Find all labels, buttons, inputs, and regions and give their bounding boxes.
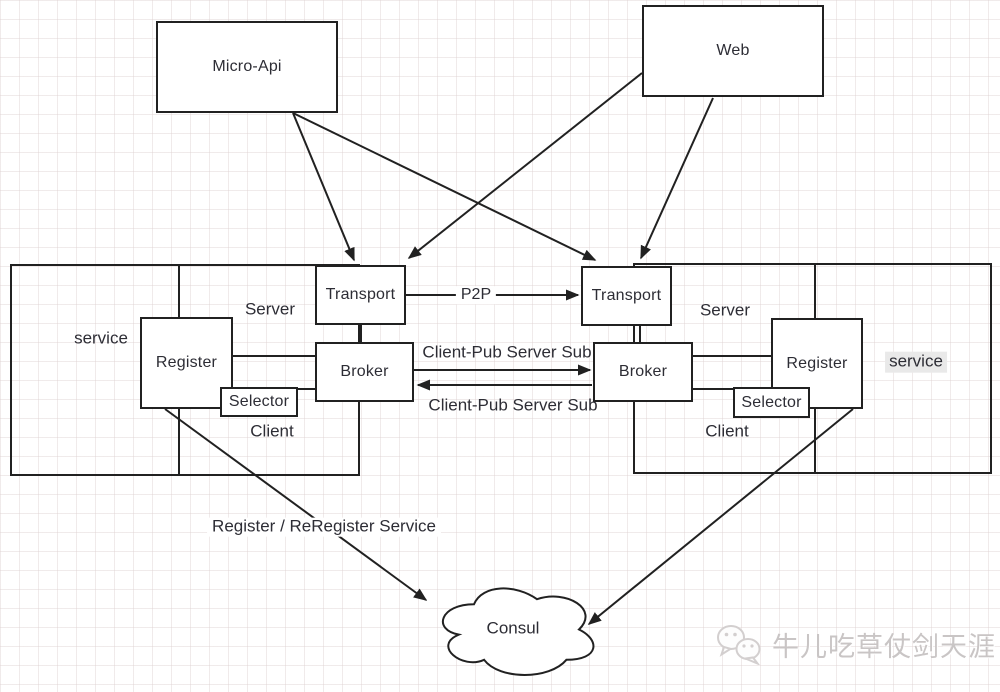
edge-register-consul-left <box>164 408 428 601</box>
node-broker-left: Broker <box>315 342 414 402</box>
register-service-edge-label: Register / ReRegister Service <box>207 517 441 537</box>
node-selector-right-label: Selector <box>741 393 802 411</box>
watermark: 牛儿吃草仗剑天涯 <box>714 623 996 665</box>
edge-web-to-transport-left <box>407 72 643 259</box>
service-label-left: service <box>74 328 128 348</box>
node-selector-left: Selector <box>220 387 298 417</box>
node-selector-right: Selector <box>733 387 810 418</box>
node-transport-right: Transport <box>581 266 672 326</box>
watermark-text: 牛儿吃草仗剑天涯 <box>772 631 996 662</box>
node-transport-left: Transport <box>315 265 406 325</box>
node-web-label: Web <box>716 42 750 59</box>
client-label-left: Client <box>250 421 294 441</box>
node-micro-api: Micro-Api <box>156 21 338 113</box>
node-transport-right-label: Transport <box>591 287 662 304</box>
node-web: Web <box>642 5 824 97</box>
edge-web-to-transport-right <box>640 97 714 260</box>
node-broker-right-label: Broker <box>618 363 668 380</box>
clientpub-top-edge-label: Client-Pub Server Sub <box>422 342 592 362</box>
node-broker-left-label: Broker <box>340 363 389 380</box>
server-label-right: Server <box>699 300 751 320</box>
consul-cloud <box>441 587 595 676</box>
node-register-left-label: Register <box>155 354 218 371</box>
edge-register-consul-right <box>587 408 854 625</box>
consul-label: Consul <box>486 618 540 638</box>
node-selector-left-label: Selector <box>228 393 290 410</box>
node-transport-left-label: Transport <box>325 286 396 303</box>
edge-microapi-to-transport-left <box>292 112 355 262</box>
server-label-left: Server <box>244 299 296 319</box>
clientpub-bottom-edge-label: Client-Pub Server Sub <box>428 395 598 415</box>
node-register-left: Register <box>140 317 233 409</box>
node-register-right-label: Register <box>786 354 848 372</box>
service-label-right: service <box>885 351 947 373</box>
node-micro-api-label: Micro-Api <box>212 58 282 75</box>
client-label-right: Client <box>705 421 749 441</box>
p2p-edge-label: P2P <box>455 286 497 304</box>
wechat-icon <box>717 625 761 665</box>
edge-microapi-to-transport-right <box>292 112 597 261</box>
node-broker-right: Broker <box>593 342 693 402</box>
